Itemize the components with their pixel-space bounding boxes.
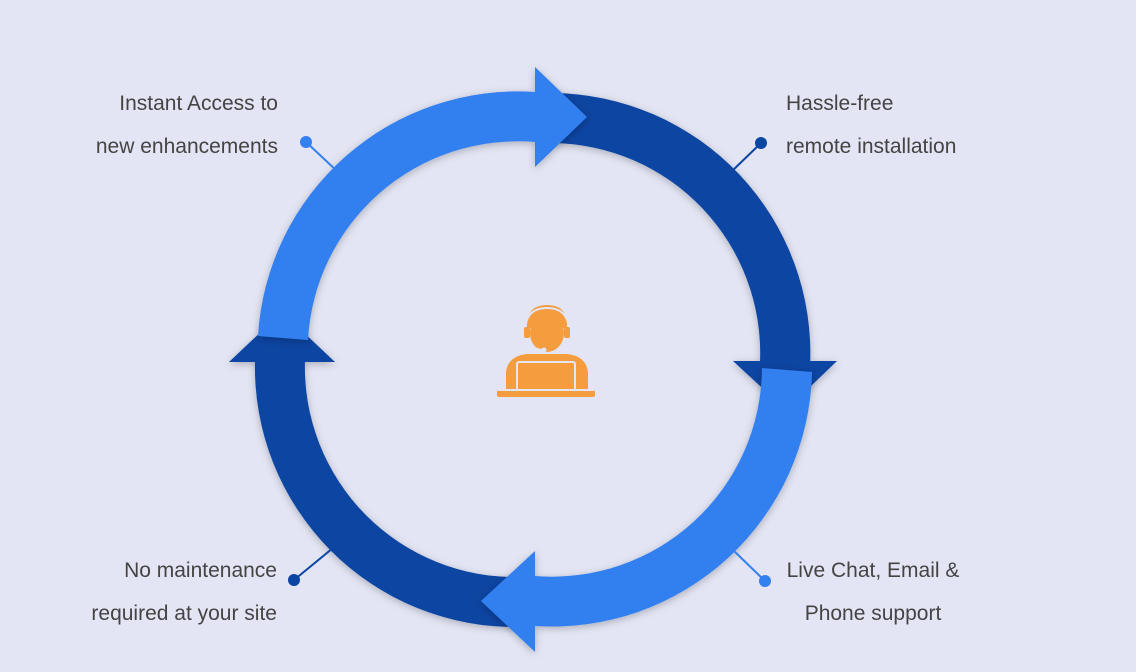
step-label-line: Hassle-free <box>786 92 894 115</box>
step-label-line: required at your site <box>91 602 277 625</box>
step-label-instant-access: Instant Access to new enhancements <box>96 82 278 168</box>
step-label-no-maintenance: No maintenance required at your site <box>91 549 277 635</box>
step-label-line: Phone support <box>804 602 942 625</box>
connector-instant-access <box>300 136 339 173</box>
step-label-line: No maintenance <box>124 559 277 582</box>
step-label-line: remote installation <box>786 135 957 158</box>
connector-no-maintenance <box>288 547 334 586</box>
step-label-line: Live Chat, Email & <box>786 559 960 582</box>
connector-hassle-free <box>729 137 767 174</box>
step-label-line: new enhancements <box>95 135 278 158</box>
cycle-arc-light-left-top <box>258 67 587 340</box>
support-agent-with-laptop-icon <box>497 305 595 397</box>
step-label-live-chat: Live Chat, Email & Phone support <box>778 549 968 635</box>
cycle-arc-light-right-bottom <box>481 368 812 652</box>
step-label-line: Instant Access to <box>119 92 278 115</box>
step-label-hassle-free: Hassle-free remote installation <box>786 82 956 168</box>
connector-live-chat <box>733 550 771 587</box>
